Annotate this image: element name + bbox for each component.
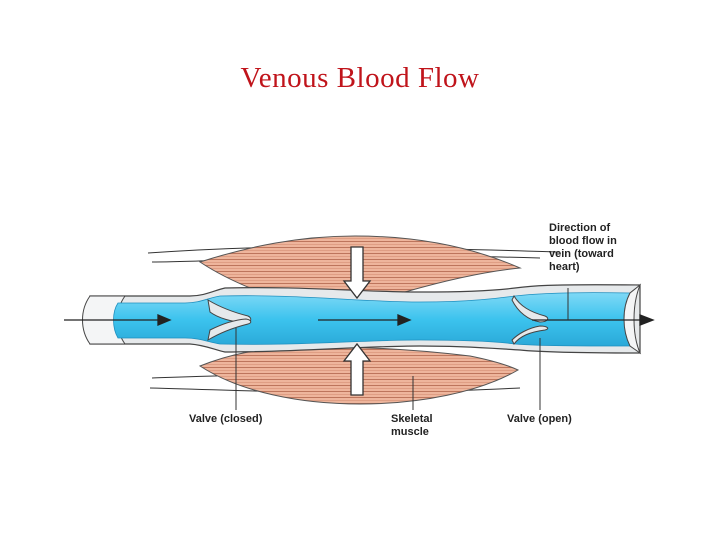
label-direction-line-2: blood flow in: [549, 235, 617, 247]
label-skeletal-line-2: muscle: [391, 426, 429, 438]
label-skeletal-line-1: Skeletal: [391, 413, 433, 425]
label-direction-line-4: heart): [549, 261, 580, 273]
label-valve-closed: Valve (closed): [189, 413, 263, 425]
slide-title: Venous Blood Flow: [240, 62, 480, 94]
leader-lines: [235, 288, 569, 410]
flow-arrows: [64, 314, 655, 326]
blood-lumen: [113, 292, 631, 347]
label-valve-open: Valve (open): [507, 413, 572, 425]
compression-arrow-up: [342, 342, 372, 396]
label-direction-line-1: Direction of: [549, 222, 611, 234]
valve-closed-shape: [207, 299, 252, 342]
label-direction-line-3: vein (toward: [549, 248, 614, 260]
compression-arrow-down: [342, 246, 372, 300]
label-skeletal-muscle: Skeletal muscle: [391, 413, 433, 439]
vein-cut-end-right: [623, 283, 642, 355]
label-flow-direction: Direction of blood flow in vein (toward …: [549, 222, 617, 274]
